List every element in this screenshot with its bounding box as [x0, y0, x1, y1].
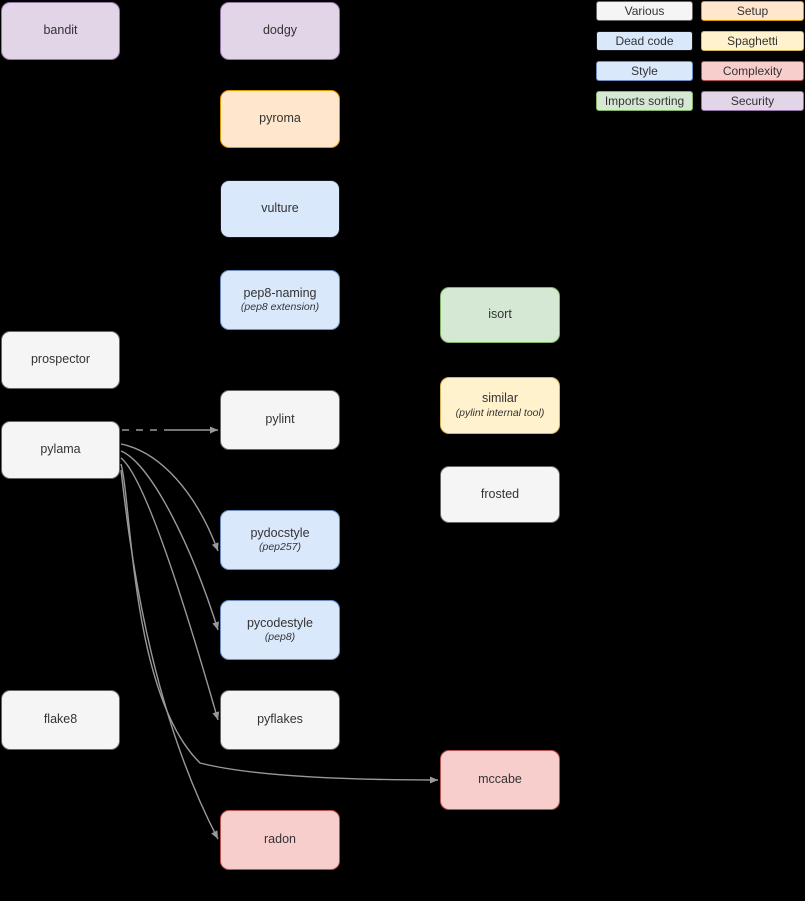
- node-label: mccabe: [478, 772, 522, 787]
- legend-setup: Setup: [701, 1, 804, 21]
- legend-various: Various: [596, 1, 693, 21]
- node-label: frosted: [480, 486, 520, 501]
- node-flake8: flake8: [1, 690, 120, 750]
- node-pep8-naming: pep8-naming(pep8 extension): [220, 270, 340, 330]
- edge-pylama-pycodestyle: [120, 450, 219, 631]
- node-prospector: prospector: [1, 331, 120, 389]
- node-bandit: bandit: [1, 2, 120, 60]
- node-label: pylint: [265, 412, 295, 427]
- node-frosted: frosted: [440, 466, 560, 523]
- node-label: pyroma: [259, 111, 301, 126]
- node-label: pycodestyle: [246, 615, 313, 630]
- node-label: pyflakes: [257, 712, 303, 727]
- node-label: vulture: [261, 201, 299, 216]
- node-label: similar: [481, 391, 519, 406]
- node-sublabel: (pep257): [258, 541, 302, 554]
- node-label: prospector: [30, 352, 91, 367]
- node-pylama: pylama: [1, 421, 120, 479]
- node-sublabel: (pep8): [264, 631, 296, 644]
- legend-security: Security: [701, 91, 804, 111]
- node-label: pydocstyle: [250, 525, 310, 540]
- legend-imports_sorting: Imports sorting: [596, 91, 693, 111]
- edge-pylama-pyflakes: [120, 457, 220, 721]
- edge-pylama-pydocstyle: [120, 443, 219, 552]
- legend-spaghetti: Spaghetti: [701, 31, 804, 51]
- edge-pylama-radon: [120, 469, 219, 840]
- node-label: pylama: [40, 442, 81, 457]
- node-label: flake8: [43, 712, 78, 727]
- legend-dead_code: Dead code: [596, 31, 693, 51]
- node-vulture: vulture: [220, 180, 340, 238]
- node-pycodestyle: pycodestyle(pep8): [220, 600, 340, 660]
- node-pyflakes: pyflakes: [220, 690, 340, 750]
- legend-style: Style: [596, 61, 693, 81]
- node-pyroma: pyroma: [220, 90, 340, 148]
- node-label: isort: [488, 307, 512, 322]
- node-label: pep8-naming: [243, 285, 317, 300]
- edge-pylama-mccabe: [120, 463, 439, 784]
- node-pydocstyle: pydocstyle(pep257): [220, 510, 340, 570]
- node-radon: radon: [220, 810, 340, 870]
- node-dodgy: dodgy: [220, 2, 340, 60]
- node-label: radon: [264, 832, 296, 847]
- node-pylint: pylint: [220, 390, 340, 450]
- legend-complexity: Complexity: [701, 61, 804, 81]
- node-isort: isort: [440, 287, 560, 343]
- node-label: dodgy: [262, 23, 298, 38]
- node-similar: similar(pylint internal tool): [440, 377, 560, 434]
- node-mccabe: mccabe: [440, 750, 560, 810]
- node-label: bandit: [43, 23, 78, 38]
- node-sublabel: (pep8 extension): [240, 301, 320, 314]
- node-sublabel: (pylint internal tool): [455, 406, 545, 419]
